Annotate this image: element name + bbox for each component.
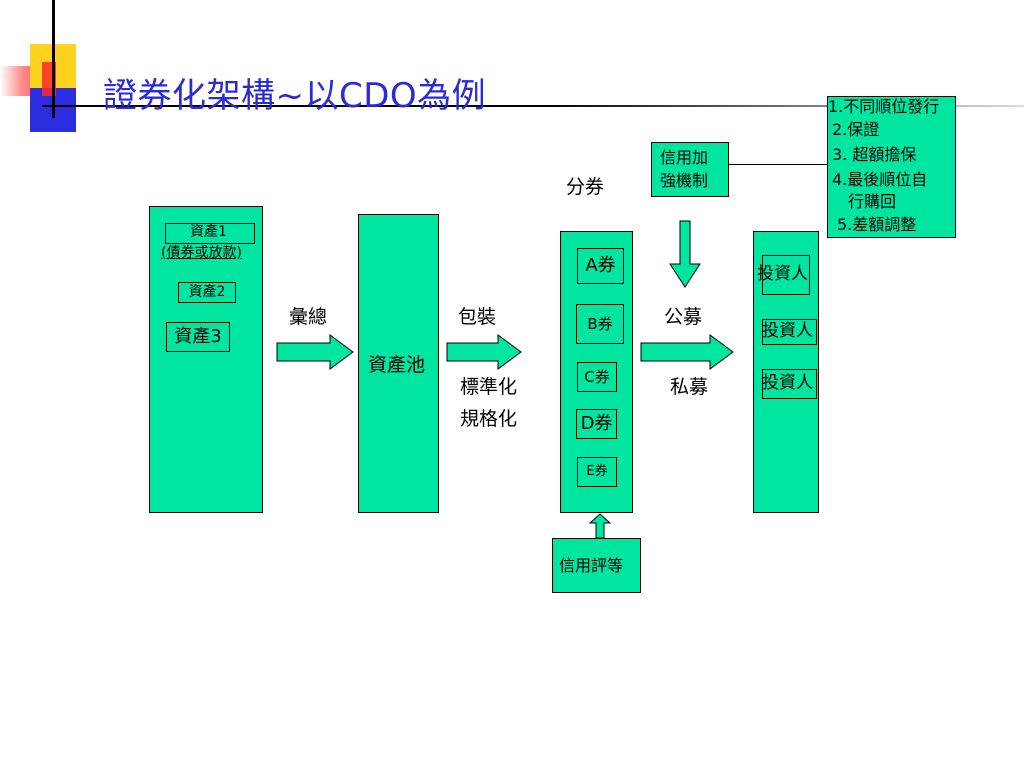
- tranche-a-label: A券: [585, 255, 616, 277]
- asset-3-box: 資產3: [166, 322, 230, 352]
- label-split: 分券: [566, 176, 605, 198]
- tranche-e-label: E券: [586, 463, 608, 479]
- investor-3-box: [762, 369, 817, 399]
- tranche-b-label: B券: [587, 314, 613, 333]
- label-package: 包裝: [458, 306, 497, 328]
- connector-line: [729, 164, 827, 165]
- label-aggregate: 彙總: [289, 306, 328, 328]
- credit-enhance-line1: 信用加: [660, 148, 709, 167]
- enhance-item-4b: 行購回: [848, 192, 897, 211]
- arrow-package: [446, 334, 522, 370]
- arrow-offering: [640, 334, 734, 370]
- investor-2-label: 投資人: [762, 321, 813, 341]
- enhance-item-5: 5.差額調整: [837, 215, 917, 234]
- tranche-d-box: D券: [576, 409, 617, 439]
- asset-2-label: 資產2: [188, 283, 226, 300]
- credit-enhance-box: [651, 142, 729, 197]
- label-private: 私募: [670, 376, 709, 398]
- investor-1-label: 投資人: [757, 264, 808, 284]
- credit-rating-box: [552, 538, 641, 593]
- asset-1-label: 資產1: [190, 224, 227, 240]
- deco-horizontal-line: [42, 105, 1024, 107]
- investor-3-label: 投資人: [762, 373, 813, 393]
- arrow-rating-up: [588, 513, 612, 539]
- label-standardize: 標準化: [460, 376, 518, 398]
- label-normalize: 規格化: [460, 408, 518, 430]
- asset-1-subtitle: (債券或放款): [161, 245, 242, 261]
- asset-column: [149, 206, 263, 513]
- enhance-item-4: 4.最後順位自: [832, 170, 928, 189]
- arrow-aggregate: [276, 334, 354, 370]
- asset-pool-label: 資產池: [368, 354, 426, 376]
- deco-vertical-line: [52, 0, 55, 118]
- arrow-enhance-down: [669, 220, 701, 288]
- tranche-c-label: C券: [584, 367, 610, 386]
- enhance-item-1: 1.不同順位發行: [828, 97, 940, 116]
- asset-2-box: 資產2: [178, 282, 236, 303]
- investor-1-box: [762, 255, 810, 295]
- investor-column: [753, 231, 819, 513]
- enhance-item-2: 2.保證: [832, 120, 880, 139]
- slide-title: 證券化架構~以CDO為例: [103, 76, 487, 116]
- asset-3-label: 資產3: [174, 326, 222, 348]
- tranche-e-box: E券: [577, 457, 617, 487]
- asset-pool: [358, 214, 439, 513]
- tranche-d-label: D券: [580, 413, 613, 435]
- tranche-c-box: C券: [577, 362, 617, 392]
- enhance-item-3: 3. 超額擔保: [832, 145, 917, 164]
- tranche-b-box: B券: [576, 304, 624, 344]
- tranche-column: [560, 231, 633, 513]
- investor-2-box: [762, 319, 817, 345]
- credit-rating-label: 信用評等: [559, 556, 624, 575]
- enhance-list-box: [827, 96, 956, 238]
- credit-enhance-line2: 強機制: [660, 171, 709, 190]
- asset-1-box: [165, 223, 255, 244]
- tranche-a-box: A券: [577, 248, 624, 284]
- label-public: 公募: [664, 306, 703, 328]
